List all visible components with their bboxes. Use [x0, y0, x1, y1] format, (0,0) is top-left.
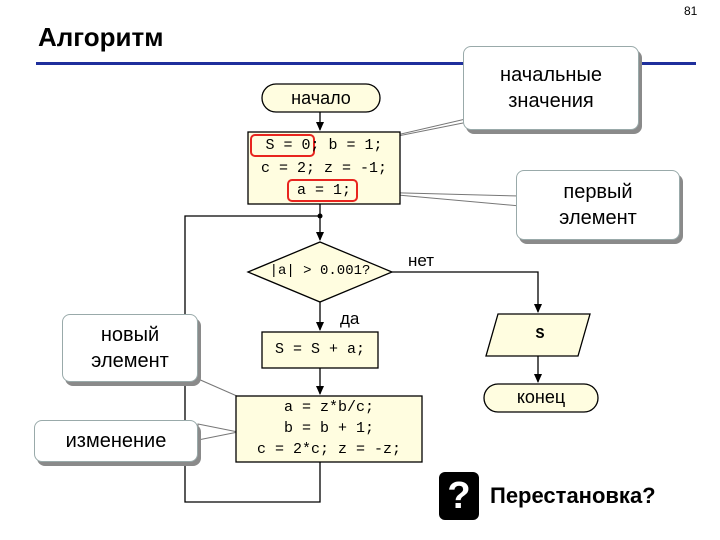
- callout-first-element: первый элемент: [516, 170, 680, 240]
- page-number: 81: [684, 4, 698, 18]
- question-text: Перестановка?: [490, 483, 656, 508]
- update-line-3: c = 2*c; z = -z;: [256, 441, 402, 458]
- callout-first-element-line1: первый: [563, 181, 633, 203]
- update-line-1: a = z*b/c;: [283, 399, 374, 416]
- end-terminator: [483, 383, 599, 413]
- callout-change-label: изменение: [65, 430, 167, 452]
- question-mark-icon: ?: [439, 472, 479, 520]
- callout-new-element-line1: новый: [100, 324, 160, 346]
- callout-initial-values: начальные значения: [463, 46, 639, 130]
- output-label: S: [535, 326, 545, 343]
- callout-initial-values-line1: начальные: [500, 64, 602, 86]
- output-parallelogram: [485, 313, 591, 357]
- callout-new-element-line2: элемент: [91, 350, 169, 372]
- no-label: нет: [408, 251, 435, 270]
- callout-new-element: новый элемент: [62, 314, 198, 382]
- highlight-s-init: [250, 134, 315, 157]
- update-line-2: b = b + 1;: [283, 420, 374, 437]
- slide-title: Алгоритм: [38, 22, 164, 52]
- init-line-1: S = 0; b = 1;: [265, 137, 383, 154]
- callout-first-element-line2: элемент: [559, 207, 637, 229]
- callout-initial-values-line2: значения: [508, 90, 594, 112]
- callout-change: изменение: [34, 420, 198, 462]
- start-label: начало: [291, 88, 351, 108]
- yes-label: да: [340, 309, 360, 328]
- end-label: конец: [516, 387, 566, 407]
- update-block: [235, 395, 423, 463]
- condition-label: |a| > 0.001?: [269, 263, 371, 279]
- init-line-2: c = 2; z = -1;: [260, 160, 388, 177]
- callout-pointer-change: [197, 423, 239, 441]
- sum-label: S = S + a;: [274, 341, 365, 358]
- init-line-3: a = 1;: [296, 182, 351, 199]
- title-underline: [36, 62, 696, 65]
- highlight-a-init: [287, 179, 358, 202]
- start-terminator: [261, 83, 381, 113]
- init-block: [247, 131, 401, 205]
